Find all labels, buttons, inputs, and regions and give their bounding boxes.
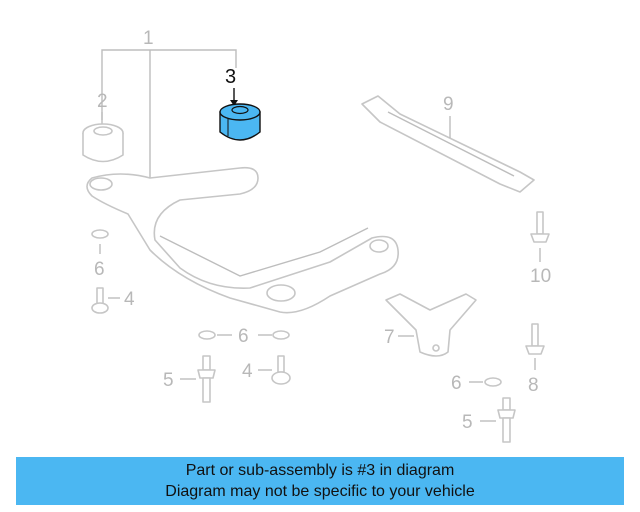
washer-part-6d[interactable]	[484, 377, 502, 387]
diagram-notice-banner: Part or sub-assembly is #3 in diagram Di…	[16, 457, 624, 505]
callout-1[interactable]: 1	[143, 28, 154, 49]
callout-6c[interactable]: 6	[451, 373, 462, 394]
bolt-part-8[interactable]	[525, 323, 545, 355]
bracket-part-7[interactable]	[385, 293, 477, 357]
callout-5a[interactable]: 5	[163, 370, 174, 391]
callout-6a[interactable]: 6	[94, 259, 105, 280]
bolt-part-4a[interactable]	[91, 287, 109, 314]
callout-10[interactable]: 10	[530, 266, 551, 287]
bushing-part-3-highlighted[interactable]	[219, 103, 261, 141]
bolt-part-10[interactable]	[530, 211, 550, 243]
bolt-part-5a[interactable]	[197, 355, 216, 403]
callout-1-leader	[101, 49, 237, 180]
callout-4a[interactable]: 4	[124, 289, 135, 310]
brace-part-9[interactable]	[361, 95, 535, 193]
control-arm-part-1[interactable]	[86, 166, 399, 314]
bolt-part-4b[interactable]	[271, 355, 291, 385]
washer-part-6c[interactable]	[272, 330, 290, 340]
bushing-part-2[interactable]	[82, 123, 124, 163]
banner-line-2: Diagram may not be specific to your vehi…	[165, 483, 475, 500]
parts-diagram: 1 2 3 9 10 6	[82, 28, 551, 443]
banner-line-1: Part or sub-assembly is #3 in diagram	[185, 462, 455, 479]
callout-9[interactable]: 9	[443, 94, 454, 115]
washer-part-6b[interactable]	[198, 330, 216, 340]
callout-3[interactable]: 3	[225, 66, 236, 88]
callout-8[interactable]: 8	[528, 375, 539, 396]
washer-part-6a[interactable]	[91, 229, 109, 239]
callout-5b[interactable]: 5	[462, 412, 473, 433]
callout-2[interactable]: 2	[97, 91, 108, 112]
callout-6b[interactable]: 6	[238, 326, 249, 347]
bolt-part-5b[interactable]	[497, 397, 516, 443]
callout-7[interactable]: 7	[384, 327, 395, 348]
callout-4b[interactable]: 4	[242, 361, 253, 382]
